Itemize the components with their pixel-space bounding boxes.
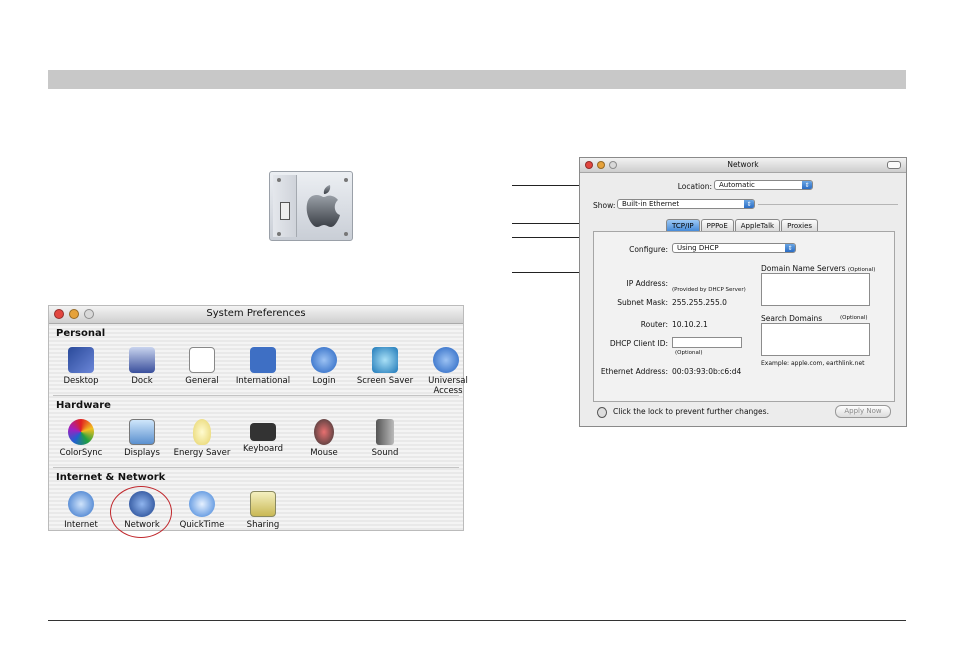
pref-displays[interactable]: Displays: [110, 419, 174, 458]
pref-colorsync[interactable]: ColorSync: [49, 419, 113, 458]
close-button[interactable]: [54, 309, 64, 319]
zoom-button[interactable]: [84, 309, 94, 319]
search-domains-optional: (Optional): [840, 315, 868, 321]
ethernet-address-label: Ethernet Address:: [600, 367, 668, 376]
pref-internet[interactable]: Internet: [49, 491, 113, 530]
window-title: Network: [727, 160, 759, 169]
lock-icon[interactable]: [597, 407, 607, 418]
tab-pppoe[interactable]: PPPoE: [700, 219, 734, 232]
pref-general[interactable]: General: [170, 347, 234, 386]
un-flag-icon: [250, 347, 276, 373]
toolbar-toggle-button[interactable]: [887, 161, 901, 169]
pref-mouse[interactable]: Mouse: [292, 419, 356, 458]
mouse-icon: [314, 419, 334, 445]
dhcp-client-id-note: (Optional): [675, 350, 703, 356]
light-switch-icon: [280, 202, 290, 220]
header-bar: [48, 70, 906, 89]
pref-keyboard[interactable]: Keyboard: [231, 419, 295, 454]
pref-sound[interactable]: Sound: [353, 419, 417, 458]
desktop-icon: [68, 347, 94, 373]
callout-line-show: [512, 185, 625, 186]
ip-address-label: IP Address:: [626, 279, 668, 288]
keyboard-icon: [250, 423, 276, 441]
minimize-button[interactable]: [69, 309, 79, 319]
network-window: Network Location: Automatic ⇕ Show: Buil…: [579, 157, 907, 427]
dns-servers-field[interactable]: [761, 273, 870, 306]
popup-arrow-icon: ⇕: [802, 181, 812, 189]
apply-now-button[interactable]: Apply Now: [835, 405, 891, 418]
search-domains-example: Example: apple.com, earthlink.net: [761, 360, 865, 367]
zoom-button[interactable]: [609, 161, 617, 169]
tab-tcpip[interactable]: TCP/IP: [666, 219, 700, 232]
dns-label: Domain Name Servers (Optional): [761, 264, 876, 273]
section-title-hardware: Hardware: [56, 400, 111, 411]
pref-desktop[interactable]: Desktop: [49, 347, 113, 386]
subnet-mask-value: 255.255.255.0: [672, 298, 727, 307]
tab-appletalk[interactable]: AppleTalk: [734, 219, 781, 232]
window-titlebar: Network: [580, 158, 906, 173]
ethernet-address-value: 00:03:93:0b:c6:d4: [672, 367, 742, 376]
router-value: 10.10.2.1: [672, 320, 708, 329]
screen-saver-icon: [372, 347, 398, 373]
dock-icon: [129, 347, 155, 373]
location-popup[interactable]: Automatic ⇕: [714, 180, 813, 190]
dhcp-client-id-field[interactable]: [672, 337, 742, 348]
pref-international[interactable]: International: [231, 347, 295, 386]
general-icon: [189, 347, 215, 373]
pref-universal-access[interactable]: Universal Access: [414, 347, 478, 396]
accessibility-icon: [433, 347, 459, 373]
network-highlight-circle: [110, 486, 172, 538]
house-icon: [311, 347, 337, 373]
close-button[interactable]: [585, 161, 593, 169]
apple-logo-icon: [306, 185, 340, 227]
subnet-mask-label: Subnet Mask:: [617, 298, 668, 307]
system-preferences-app-icon: [269, 171, 353, 241]
tcpip-panel: [593, 231, 895, 402]
colorsync-icon: [68, 419, 94, 445]
lock-message: Click the lock to prevent further change…: [613, 407, 769, 416]
tab-bar: TCP/IP PPPoE AppleTalk Proxies: [666, 219, 819, 232]
section-title-personal: Personal: [56, 328, 106, 339]
location-label: Location:: [677, 182, 712, 191]
quicktime-icon: [189, 491, 215, 517]
tab-proxies[interactable]: Proxies: [781, 219, 819, 232]
configure-label: Configure:: [629, 245, 668, 254]
show-popup[interactable]: Built-in Ethernet ⇕: [617, 199, 755, 209]
system-preferences-window: System Preferences Personal Hardware Int…: [48, 305, 468, 538]
window-title: System Preferences: [206, 308, 306, 319]
popup-arrow-icon: ⇕: [744, 200, 754, 208]
search-domains-label: Search Domains: [761, 314, 823, 323]
pref-screen-saver[interactable]: Screen Saver: [353, 347, 417, 386]
pref-energy-saver[interactable]: Energy Saver: [170, 419, 234, 458]
dhcp-client-id-label: DHCP Client ID:: [609, 339, 668, 348]
search-domains-field[interactable]: [761, 323, 870, 356]
globe-icon: [68, 491, 94, 517]
light-bulb-icon: [193, 419, 211, 445]
sharing-folder-icon: [250, 491, 276, 517]
pref-dock[interactable]: Dock: [110, 347, 174, 386]
speaker-icon: [376, 419, 394, 445]
footer-rule: [48, 620, 906, 621]
pref-sharing[interactable]: Sharing: [231, 491, 295, 530]
popup-arrow-icon: ⇕: [785, 244, 795, 252]
pref-login[interactable]: Login: [292, 347, 356, 386]
show-label: Show:: [593, 201, 616, 210]
pref-quicktime[interactable]: QuickTime: [170, 491, 234, 530]
minimize-button[interactable]: [597, 161, 605, 169]
router-label: Router:: [640, 320, 668, 329]
configure-popup[interactable]: Using DHCP ⇕: [672, 243, 796, 253]
window-titlebar: System Preferences: [49, 306, 463, 324]
ip-address-note: (Provided by DHCP Server): [672, 287, 746, 293]
section-title-internet: Internet & Network: [56, 472, 166, 483]
display-icon: [129, 419, 155, 445]
